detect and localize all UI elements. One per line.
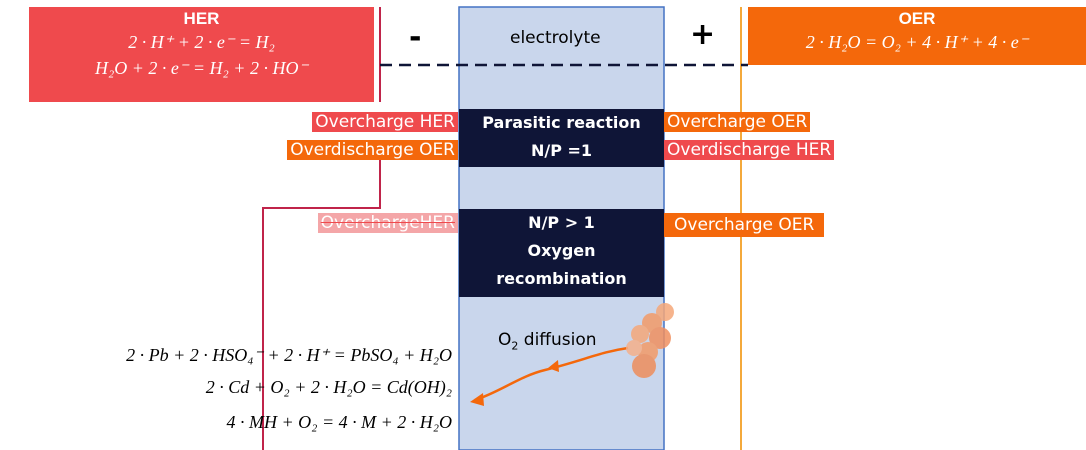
overdischarge-oer-label: Overdischarge OER bbox=[287, 140, 458, 160]
recombination-box: N/P > 1 Oxygen recombination bbox=[459, 209, 664, 297]
electrolyte-label: electrolyte bbox=[510, 28, 601, 48]
crossed-overcharge-her-label: OverchargeHER bbox=[317, 213, 458, 233]
o2-diffusion-label: O2 diffusion bbox=[498, 330, 597, 352]
her-equation-1: 2 · H⁺ + 2 · e⁻ = H₂ bbox=[128, 32, 275, 52]
oer-box: OER 2 · H₂O = O₂ + 4 · H⁺ + 4 · e⁻ bbox=[748, 7, 1086, 65]
overcharge-oer-label: Overcharge OER bbox=[664, 112, 811, 132]
recombination-line-1: N/P > 1 bbox=[528, 213, 595, 232]
o2-prefix: O bbox=[498, 330, 512, 350]
parasitic-line-1: Parasitic reaction bbox=[482, 113, 641, 132]
metal-hydride-equation: 4 · MH + O₂ = 4 · M + 2 · H₂O bbox=[226, 412, 452, 432]
o2-sub: 2 bbox=[511, 339, 519, 353]
oxygen-bubbles bbox=[626, 303, 674, 378]
recombination-line-3: recombination bbox=[496, 269, 627, 288]
her-equation-2: H₂O + 2 · e⁻ = H₂ + 2 · HO⁻ bbox=[95, 58, 308, 78]
overcharge-oer-label-2: Overcharge OER bbox=[664, 213, 825, 237]
her-box: HER 2 · H⁺ + 2 · e⁻ = H₂ H₂O + 2 · e⁻ = … bbox=[29, 7, 374, 102]
her-title: HER bbox=[183, 9, 220, 28]
overdischarge-her-label: Overdischarge HER bbox=[664, 140, 835, 160]
diffusion-arrow bbox=[474, 346, 629, 402]
diffusion-suffix: diffusion bbox=[518, 330, 597, 350]
arrow-head-end bbox=[470, 393, 484, 406]
cadmium-equation: 2 · Cd + O₂ + 2 · H₂O = Cd(OH)₂ bbox=[205, 377, 452, 397]
oer-equation-1: 2 · H₂O = O₂ + 4 · H⁺ + 4 · e⁻ bbox=[805, 32, 1029, 52]
plus-sign: + bbox=[690, 17, 716, 52]
parasitic-reaction-box: Parasitic reaction N/P =1 bbox=[459, 109, 664, 167]
lead-equation: 2 · Pb + 2 · HSO₄⁻ + 2 · H⁺ = PbSO₄ + H₂… bbox=[126, 345, 452, 365]
oer-title: OER bbox=[898, 9, 936, 28]
overcharge-her-label: Overcharge HER bbox=[312, 112, 458, 132]
parasitic-line-2: N/P =1 bbox=[530, 141, 593, 160]
arrow-head-mid bbox=[548, 360, 559, 372]
recombination-line-2: Oxygen bbox=[527, 241, 596, 260]
minus-sign: - bbox=[409, 20, 422, 55]
negative-electrode-lower bbox=[262, 160, 381, 450]
